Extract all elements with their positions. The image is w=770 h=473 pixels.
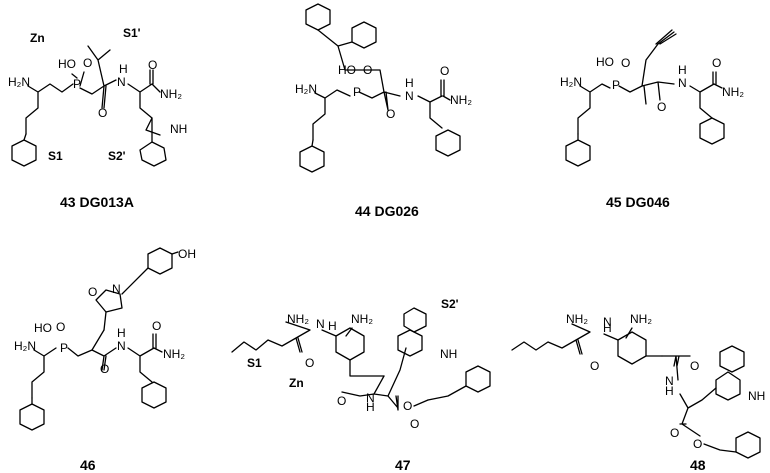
anilide-oxygen-label: O <box>590 359 599 373</box>
phenyl-ring-45a <box>565 139 591 167</box>
indole-ring-47b <box>403 307 427 333</box>
amide-nh-h-label: H <box>405 76 414 90</box>
benzyl-ring-47 <box>465 365 491 393</box>
phosphorus-label: P <box>353 85 361 99</box>
aryl-amino-label: NH₂ <box>351 312 373 326</box>
carboxamide-oxygen-label: O <box>152 319 161 333</box>
phosphoryl-oxygen-label: O <box>621 56 630 70</box>
amino-label: H₂N <box>14 339 36 353</box>
amide-nh-n-label: N <box>405 89 414 103</box>
amino-label: NH₂ <box>287 312 309 326</box>
amino-label: H₂N <box>560 75 582 89</box>
benzamide-nh-label: H <box>366 400 375 414</box>
phosphorus-label: P <box>60 341 68 355</box>
amino-label: H₂N <box>8 75 30 89</box>
zn-label: Zn <box>289 376 304 390</box>
caption-44: 44 DG026 <box>355 203 419 219</box>
amide-oxygen-label: O <box>386 107 395 121</box>
benzyl-ring-48 <box>735 431 761 459</box>
benzamide-oxygen-label: O <box>690 359 699 373</box>
carboxamide-oxygen-label: O <box>712 56 721 70</box>
amide-oxygen-label: O <box>657 100 666 114</box>
indole-nh-label: NH <box>170 122 187 136</box>
benzamide-nh-label: H <box>665 384 674 398</box>
caption-48: 48 <box>690 457 706 473</box>
amide-oxygen-label: O <box>98 106 107 120</box>
carboxamide-nh2-label: NH₂ <box>160 87 182 101</box>
caption-45: 45 DG046 <box>606 194 670 210</box>
zn-label: Zn <box>30 31 45 45</box>
amide-nh-n-label: N <box>117 339 126 353</box>
carboxamide-oxygen-label: O <box>148 58 157 72</box>
ester-carbonyl-oxygen-label: O <box>410 417 419 431</box>
central-aryl-ring-48 <box>617 331 647 365</box>
caption-43: 43 DG013A <box>60 194 134 210</box>
diphenyl-ring-b <box>351 21 377 49</box>
phosphorus-label: P <box>612 78 620 92</box>
caption-46: 46 <box>80 457 96 473</box>
ester-oxygen-label: O <box>403 399 412 413</box>
hydroxyl-label: HO <box>58 57 76 71</box>
anilide-n-label: N <box>316 317 325 331</box>
anilide-nh-h-label: H <box>603 321 612 335</box>
anilide-oxygen-label: O <box>305 356 314 370</box>
phenol-oh-label: OH <box>178 247 196 261</box>
indole-nh-label: NH <box>748 389 765 403</box>
carboxamide-oxygen-label: O <box>440 64 449 78</box>
hydroxyl-label: HO <box>596 55 614 69</box>
phenyl-ring-46b <box>141 381 167 409</box>
compound-46-structure: OH O N H₂N HO P O O H N O NH₂ <box>14 247 196 431</box>
indole-ring-43 <box>139 141 167 167</box>
carboxamide-nh2-label: NH₂ <box>450 93 472 107</box>
indole-ring-48a <box>715 371 741 401</box>
s2-prime-label: S2' <box>441 297 459 311</box>
benzamide-oxygen-label: O <box>337 394 346 408</box>
amino-label: NH₂ <box>566 312 588 326</box>
compound-47-structure: S2' S1 Zn NH₂ H N O NH₂ NH O H N O O <box>231 297 491 431</box>
carboxamide-nh2-label: NH₂ <box>722 85 744 99</box>
carboxamide-nh2-label: NH₂ <box>163 347 185 361</box>
benzamide-n-label: N <box>366 391 375 405</box>
compound-48-structure: NH₂ H N O NH₂ O H N NH O O <box>511 312 765 459</box>
compound-45-structure: H₂N HO P O O H N O NH₂ <box>560 29 744 167</box>
s1-label: S1 <box>247 356 262 370</box>
ester-oxygen-label: O <box>693 437 702 451</box>
ester-carbonyl-oxygen-label: O <box>670 426 679 440</box>
s2-prime-label: S2' <box>108 149 126 163</box>
amino-label: H₂N <box>295 82 317 96</box>
phosphoryl-oxygen-label: O <box>56 320 65 334</box>
isoxazole-n-label: N <box>112 282 121 296</box>
phenyl-ring-44b <box>435 129 461 157</box>
central-aryl-ring-47 <box>335 327 365 361</box>
isoxazole-o-label: O <box>88 285 97 299</box>
compound-43-structure: Zn S1' S1 S2' H₂N HO P O O H N O NH₂ NH <box>8 26 187 167</box>
phenyl-ring-45b <box>699 117 725 145</box>
phenyl-ring-44a <box>299 145 325 173</box>
caption-47: 47 <box>395 457 411 473</box>
amide-nh-h-label: H <box>117 326 126 340</box>
s1-label: S1 <box>48 149 63 163</box>
hydroxyl-label: HO <box>34 321 52 335</box>
diphenyl-ring-a <box>305 3 331 31</box>
compound-44-structure: H₂N HO P O O H N O NH₂ <box>295 3 472 173</box>
phosphoryl-oxygen-label: O <box>83 56 92 70</box>
indole-ring-48b <box>719 345 745 373</box>
amide-nh-n-label: N <box>678 76 687 90</box>
phenyl-ring-46a <box>19 403 45 431</box>
amide-nh-h-label: H <box>678 63 687 77</box>
benzamide-n-label: N <box>665 374 674 388</box>
anilide-n-label: N <box>603 315 612 329</box>
isoxazole-ring <box>95 289 123 313</box>
phenol-ring <box>147 247 173 275</box>
amide-nh-h-label: H <box>119 62 128 76</box>
anilide-nh-label: H <box>328 319 337 333</box>
aryl-amino-label: NH₂ <box>630 312 652 326</box>
s1-prime-label: S1' <box>123 26 141 40</box>
indole-nh-label: NH <box>440 347 457 361</box>
phosphorus-label: P <box>73 77 81 91</box>
amide-nh-n-label: N <box>117 75 126 89</box>
indole-ring-47a <box>397 329 423 357</box>
phenyl-ring-43 <box>11 139 37 167</box>
